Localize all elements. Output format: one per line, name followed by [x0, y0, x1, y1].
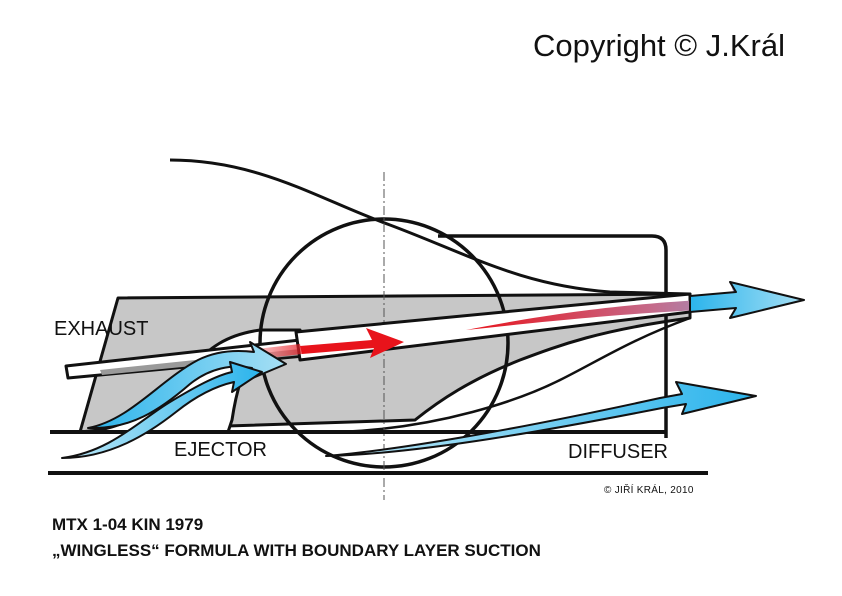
upper-body-line [169, 158, 691, 296]
diffuser-air-arrow [325, 381, 757, 457]
exhaust-jet-arrow [300, 328, 404, 358]
caption-line-2: „WINGLESS“ FORMULA WITH BOUNDARY LAYER S… [52, 541, 541, 560]
ejector-air-arrow-lower [61, 361, 263, 459]
diffuser-curve [339, 316, 691, 434]
author-credit: © JIŘÍ KRÁL, 2010 [604, 485, 694, 496]
outlet-air-arrow [689, 281, 805, 319]
diffuser-label: DIFFUSER [568, 441, 668, 463]
ejector-label: EJECTOR [174, 439, 267, 461]
exhaust-label: EXHAUST [54, 318, 148, 340]
copyright-notice: Copyright © J.Král [533, 28, 785, 63]
caption-line-1: MTX 1-04 KIN 1979 [52, 515, 204, 534]
rear-bodywork [438, 234, 668, 438]
mixed-flow-arrow [466, 282, 804, 330]
